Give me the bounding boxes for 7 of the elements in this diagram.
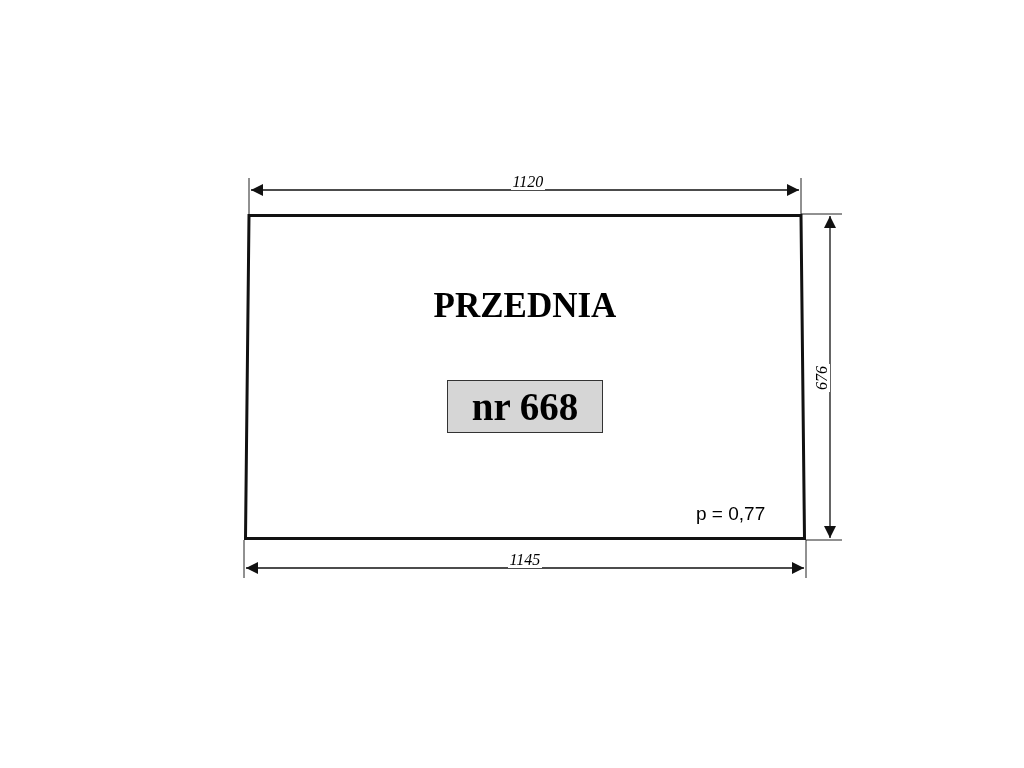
dimension-label: 1145 [507,552,543,568]
glass-pane-outline [244,214,806,540]
part-number-plate: nr 668 [447,380,603,433]
dimension-label: 1120 [510,174,546,190]
dimension-label: 676 [814,364,830,392]
note-text: p = 0,77 [696,504,766,523]
part-title: PRZEDNIA [432,288,618,323]
